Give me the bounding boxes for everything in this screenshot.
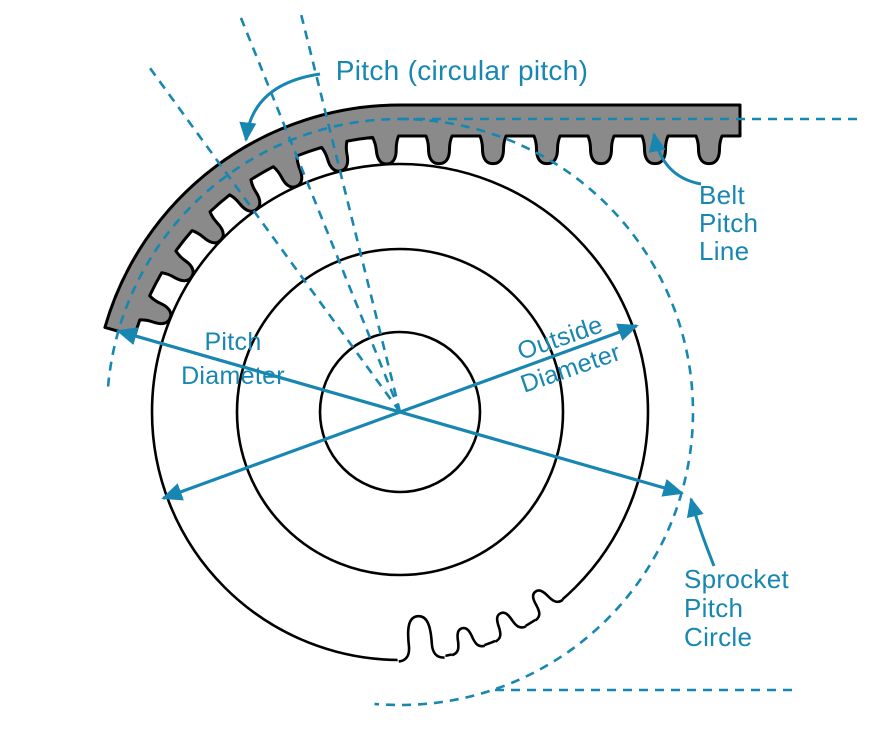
sprocket-tooth-groove: [449, 626, 487, 662]
groove-outline: [531, 589, 564, 622]
groove-outline: [494, 611, 527, 643]
sprocket-tooth-groove: [530, 589, 568, 626]
belt-pitch-line-callout-arrow: [648, 132, 702, 186]
pitch-diameter-label-line2: Diameter: [181, 362, 285, 390]
pitch-diameter-label-line1: Pitch: [204, 328, 261, 356]
notch-outline: [398, 614, 445, 663]
belt-pitch-line-label-line3: Line: [699, 236, 749, 266]
sprocket-pitch-circle-callout-arrow: [686, 497, 716, 567]
belt-pitch-line-label-line1: Belt: [699, 180, 745, 210]
timing-belt: [103, 103, 742, 338]
sprocket-pitch-circle-dashed: [106, 117, 695, 707]
pitch-callout-arrow: [239, 72, 321, 142]
sprocket-pitch-circle-label-line3: Circle: [684, 622, 752, 652]
belt-pitch-line-label-line2: Pitch: [699, 208, 758, 238]
sprocket-pitch-circle-label: Sprocket Pitch Circle: [684, 564, 789, 652]
sprocket-pitch-circle-label-line2: Pitch: [684, 593, 743, 623]
sprocket-tooth-notch-large: [396, 614, 447, 669]
outside-diameter-arrow: [161, 323, 639, 501]
belt-pitch-line-label: Belt Pitch Line: [699, 180, 758, 266]
sprocket-pitch-circle-label-line1: Sprocket: [684, 564, 789, 594]
sprocket-tooth-groove: [491, 611, 529, 648]
pitch-circular-pitch-label: Pitch (circular pitch): [336, 55, 588, 86]
pitch-diameter-label: Pitch Diameter: [181, 328, 285, 390]
groove-outline: [451, 626, 486, 657]
